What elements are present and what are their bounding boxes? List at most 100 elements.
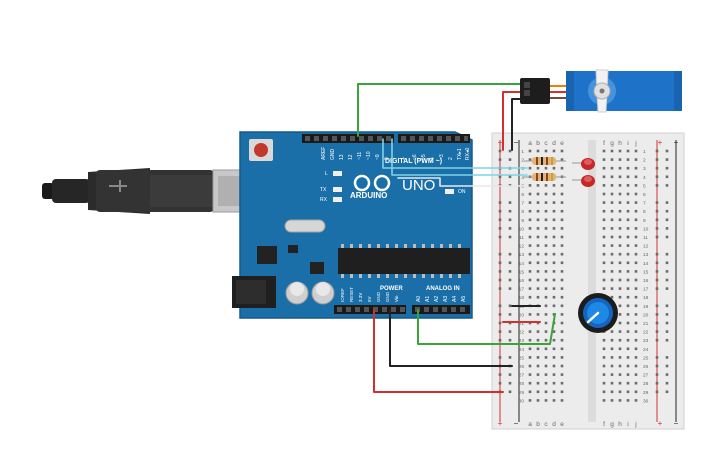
rail-hole[interactable]: [665, 235, 669, 239]
breadboard-hole[interactable]: [544, 235, 548, 239]
rail-hole[interactable]: [508, 227, 512, 230]
rail-hole[interactable]: [655, 338, 659, 342]
breadboard-hole[interactable]: [560, 244, 564, 247]
rail-hole[interactable]: [498, 201, 502, 204]
breadboard-hole[interactable]: [610, 184, 614, 187]
breadboard-hole[interactable]: [626, 399, 630, 402]
breadboard-hole[interactable]: [634, 261, 638, 265]
rail-hole[interactable]: [665, 390, 669, 394]
breadboard-hole[interactable]: [544, 252, 548, 256]
breadboard-hole[interactable]: [544, 192, 548, 196]
breadboard-hole[interactable]: [528, 278, 532, 282]
breadboard-hole[interactable]: [626, 330, 630, 333]
rail-hole[interactable]: [498, 209, 502, 213]
rail-hole[interactable]: [665, 321, 669, 325]
rail-hole[interactable]: [665, 201, 669, 204]
breadboard-hole[interactable]: [618, 244, 622, 247]
breadboard-hole[interactable]: [552, 218, 556, 222]
wire-red-servo[interactable]: [502, 91, 523, 151]
rail-hole[interactable]: [665, 209, 669, 213]
breadboard-hole[interactable]: [560, 270, 564, 273]
rail-hole[interactable]: [665, 227, 669, 230]
breadboard-hole[interactable]: [528, 209, 532, 213]
breadboard-hole[interactable]: [528, 381, 532, 385]
breadboard-hole[interactable]: [610, 364, 614, 368]
breadboard-hole[interactable]: [634, 270, 638, 273]
rail-hole[interactable]: [655, 321, 659, 325]
reset-button[interactable]: [249, 139, 273, 161]
breadboard-hole[interactable]: [544, 227, 548, 230]
rail-hole[interactable]: [508, 235, 512, 239]
breadboard-hole[interactable]: [536, 201, 540, 204]
breadboard-hole[interactable]: [602, 390, 606, 394]
breadboard-hole[interactable]: [552, 356, 556, 359]
breadboard-hole[interactable]: [634, 321, 638, 325]
rail-hole[interactable]: [665, 278, 669, 282]
breadboard-hole[interactable]: [536, 364, 540, 368]
breadboard-hole[interactable]: [610, 295, 614, 299]
breadboard-hole[interactable]: [634, 347, 638, 351]
breadboard-hole[interactable]: [560, 235, 564, 239]
breadboard-hole[interactable]: [552, 252, 556, 256]
breadboard-hole[interactable]: [528, 347, 532, 351]
breadboard-hole[interactable]: [634, 364, 638, 368]
rail-hole[interactable]: [508, 373, 512, 376]
rail-hole[interactable]: [508, 304, 512, 308]
breadboard-hole[interactable]: [536, 218, 540, 222]
breadboard-hole[interactable]: [552, 347, 556, 351]
breadboard-hole[interactable]: [634, 287, 638, 290]
breadboard-hole[interactable]: [544, 209, 548, 213]
rail-hole[interactable]: [498, 313, 502, 316]
breadboard-hole[interactable]: [552, 244, 556, 247]
rail-hole[interactable]: [665, 356, 669, 359]
breadboard-hole[interactable]: [560, 209, 564, 213]
breadboard-hole[interactable]: [618, 373, 622, 376]
breadboard-hole[interactable]: [536, 287, 540, 290]
breadboard-hole[interactable]: [536, 192, 540, 196]
breadboard-hole[interactable]: [560, 390, 564, 394]
rail-hole[interactable]: [498, 270, 502, 273]
breadboard-hole[interactable]: [626, 184, 630, 187]
breadboard-hole[interactable]: [618, 364, 622, 368]
breadboard-hole[interactable]: [602, 347, 606, 351]
rail-hole[interactable]: [655, 287, 659, 290]
wire-cyan-led2[interactable]: [391, 138, 528, 176]
breadboard-hole[interactable]: [634, 149, 638, 153]
breadboard-hole[interactable]: [528, 313, 532, 316]
breadboard-hole[interactable]: [552, 201, 556, 204]
breadboard-hole[interactable]: [528, 244, 532, 247]
breadboard-hole[interactable]: [536, 295, 540, 299]
breadboard-hole[interactable]: [626, 381, 630, 385]
breadboard-hole[interactable]: [560, 158, 564, 161]
breadboard-hole[interactable]: [618, 313, 622, 316]
rail-hole[interactable]: [508, 278, 512, 282]
breadboard-hole[interactable]: [602, 244, 606, 247]
breadboard-hole[interactable]: [536, 149, 540, 153]
breadboard-hole[interactable]: [634, 209, 638, 213]
breadboard-hole[interactable]: [626, 304, 630, 308]
breadboard-hole[interactable]: [536, 184, 540, 187]
breadboard-hole[interactable]: [626, 235, 630, 239]
breadboard-hole[interactable]: [634, 373, 638, 376]
breadboard-hole[interactable]: [536, 209, 540, 213]
breadboard-hole[interactable]: [528, 270, 532, 273]
breadboard-hole[interactable]: [560, 278, 564, 282]
breadboard-hole[interactable]: [634, 313, 638, 316]
rail-hole[interactable]: [498, 235, 502, 239]
breadboard-hole[interactable]: [602, 278, 606, 282]
breadboard-hole[interactable]: [528, 166, 532, 170]
breadboard-hole[interactable]: [634, 175, 638, 179]
breadboard-hole[interactable]: [544, 330, 548, 333]
breadboard-hole[interactable]: [544, 218, 548, 222]
breadboard-hole[interactable]: [602, 381, 606, 385]
breadboard-hole[interactable]: [626, 313, 630, 316]
breadboard-hole[interactable]: [610, 373, 614, 376]
wire-green-servo[interactable]: [357, 83, 523, 137]
breadboard-hole[interactable]: [618, 330, 622, 333]
breadboard-hole[interactable]: [602, 149, 606, 153]
rail-hole[interactable]: [655, 373, 659, 376]
breadboard-hole[interactable]: [618, 304, 622, 308]
breadboard-hole[interactable]: [618, 390, 622, 394]
breadboard-hole[interactable]: [634, 201, 638, 204]
breadboard-hole[interactable]: [602, 338, 606, 342]
